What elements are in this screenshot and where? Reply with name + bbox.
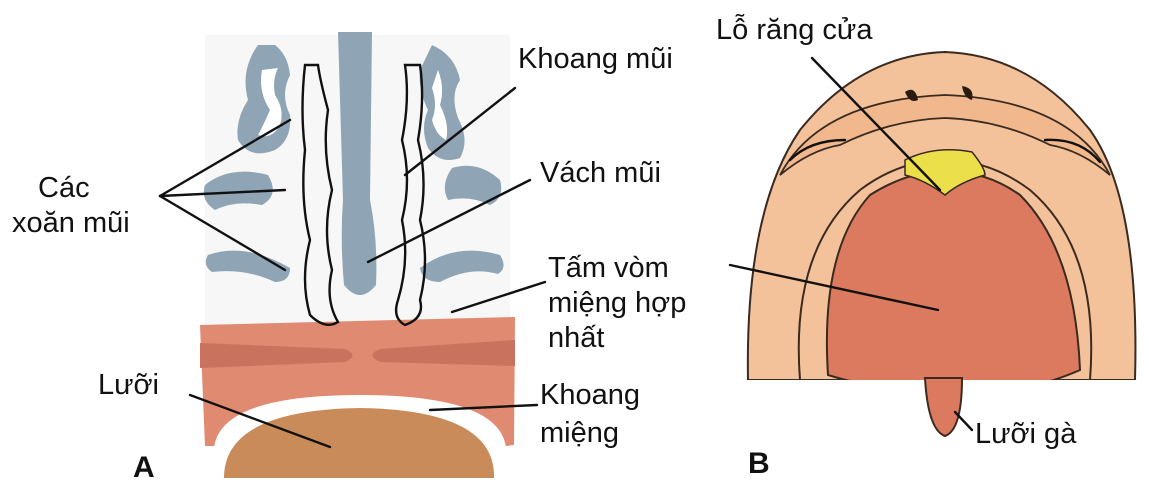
leader-conchae-3 <box>158 194 287 272</box>
label-oral-cavity-line1: Khoang <box>540 379 640 411</box>
concha-right-upper-inner <box>432 70 448 140</box>
panel-label-a: A <box>133 451 155 484</box>
leader-conchae-2 <box>158 188 287 198</box>
leader-nasal-cavity <box>403 86 517 177</box>
label-conchae-line1: Các <box>38 172 90 204</box>
palate-band-right <box>372 340 515 366</box>
palate-band-left <box>200 343 353 368</box>
label-incisive-foramen: Lỗ răng cửa <box>716 13 873 46</box>
label-palate-line3: nhất <box>548 322 604 354</box>
label-palate-line2: miệng hợp <box>548 287 686 319</box>
tongue-shape <box>224 408 495 478</box>
leader-oral-cavity <box>428 403 539 412</box>
concha-right-lower <box>420 250 504 282</box>
concha-right-upper <box>419 45 465 161</box>
nostril-right <box>962 86 973 100</box>
uvula-tip <box>923 377 964 438</box>
label-tongue: Lưỡi <box>98 369 159 401</box>
label-nasal-cavity: Khoang mũi <box>518 43 673 75</box>
figure-a: Các xoăn mũi Khoang mũi Vách mũi Tấm vòm… <box>12 32 686 484</box>
premaxilla <box>904 149 986 196</box>
figure-b: Lỗ răng cửa Lưỡi gà B <box>716 13 1149 489</box>
nasal-septum-shape <box>338 32 377 295</box>
upper-lip <box>779 94 1111 176</box>
label-palate-line1: Tấm vòm <box>548 252 669 284</box>
leader-nasal-septum <box>366 178 532 264</box>
leader-uvula <box>953 410 974 432</box>
label-nasal-septum: Vách mũi <box>540 157 661 189</box>
side-fold-left <box>788 138 847 162</box>
concha-right-middle <box>444 165 502 205</box>
panel-label-b: B <box>748 447 770 480</box>
label-oral-cavity-line2: miệng <box>540 417 619 449</box>
concha-left-upper-inner <box>258 68 282 137</box>
side-fold-right <box>1043 138 1102 164</box>
nostril-left <box>905 89 918 101</box>
label-uvula: Lưỡi gà <box>975 418 1077 450</box>
leader-incisive-foramen <box>810 56 942 192</box>
nasal-wall-right <box>394 63 427 327</box>
concha-left-lower <box>205 250 290 282</box>
leader-tongue <box>188 393 332 449</box>
concha-left-middle <box>203 171 273 210</box>
leader-conchae-1 <box>158 118 292 198</box>
label-conchae-line2: xoăn mũi <box>12 207 130 239</box>
nasal-wall-left <box>301 63 340 326</box>
leader-palate-b <box>728 263 940 312</box>
leader-palate <box>450 280 547 314</box>
